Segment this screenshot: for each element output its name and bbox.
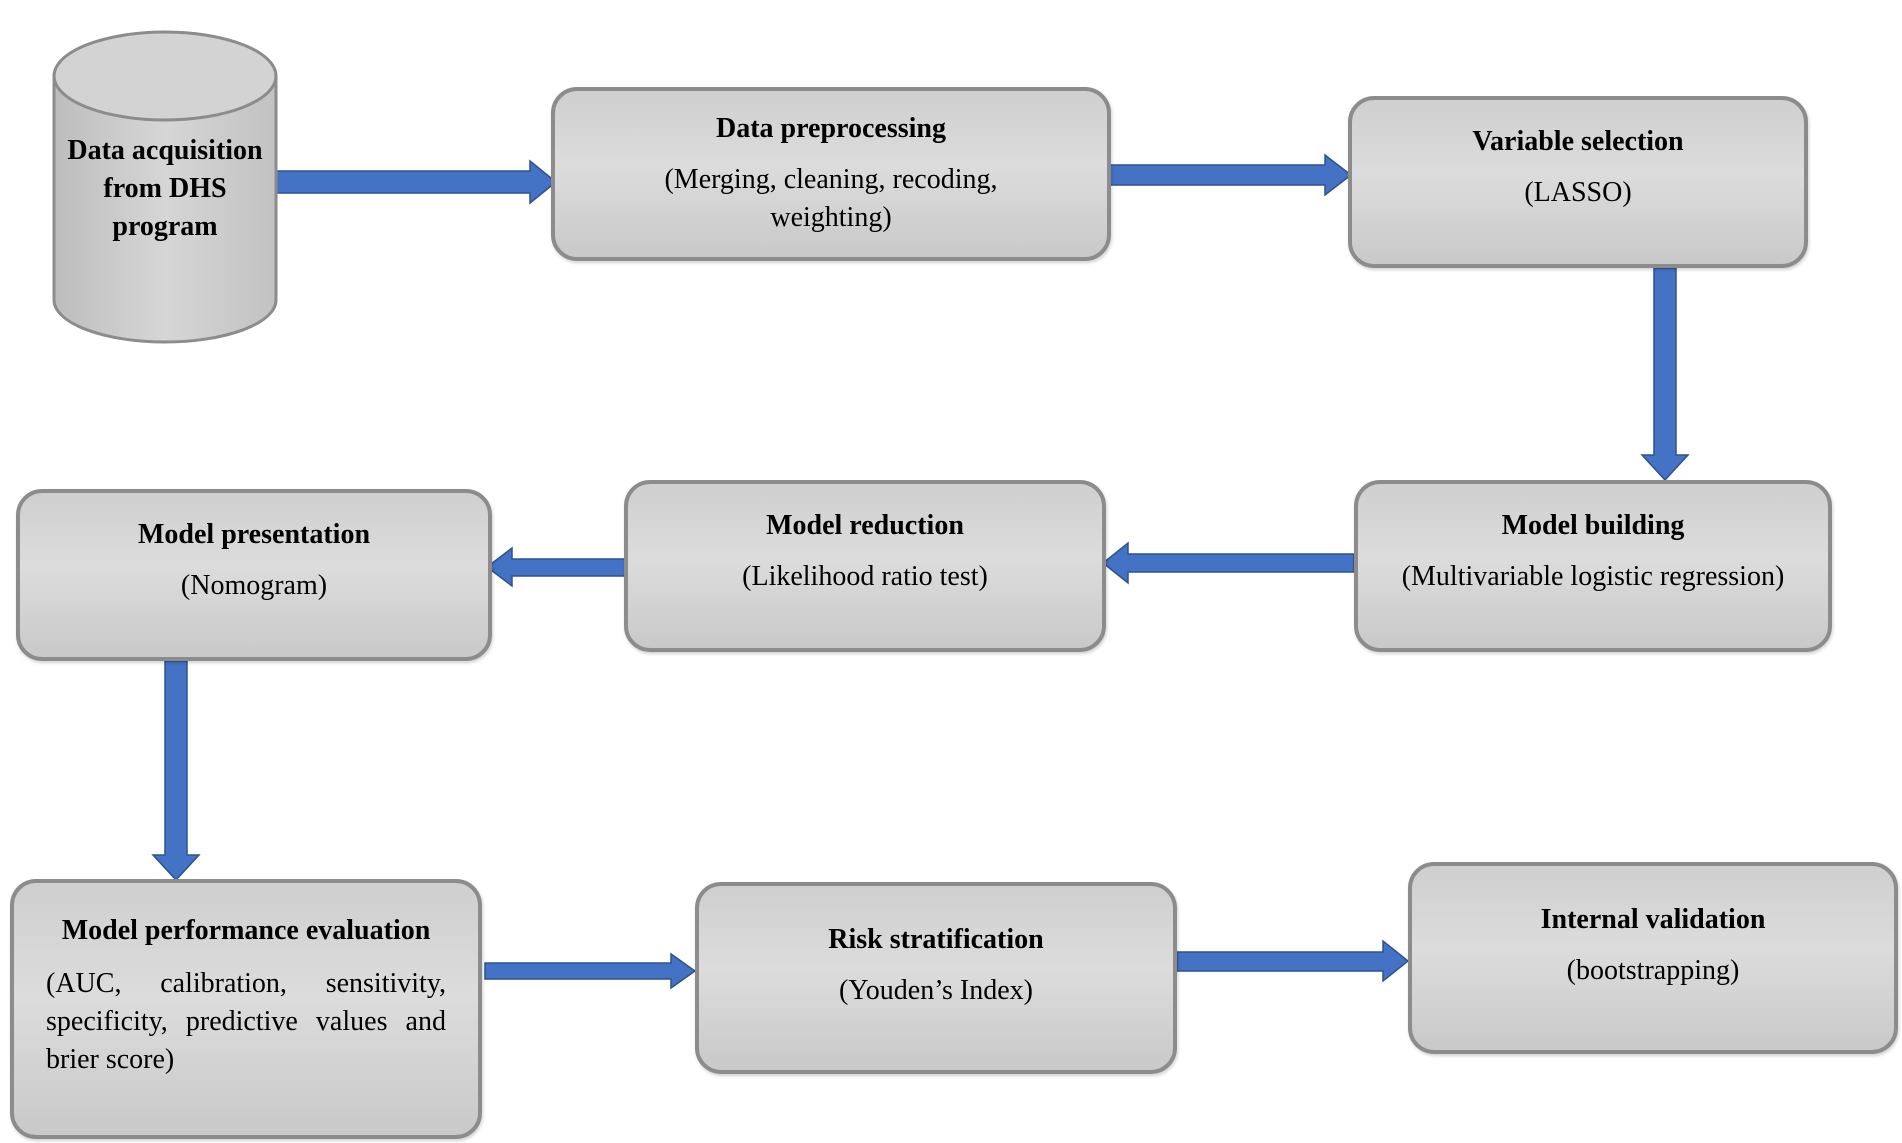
arrow-evaluation-to-stratification xyxy=(484,952,697,990)
step-selection-detail: (LASSO) xyxy=(1524,177,1632,208)
arrow-acquisition-to-preprocessing xyxy=(275,159,558,205)
step-preprocessing-detail: (Merging, cleaning, recoding, weighting) xyxy=(664,164,998,233)
arrow-building-to-reduction xyxy=(1101,541,1355,585)
arrow-presentation-to-evaluation xyxy=(151,660,201,882)
step-presentation: Model presentation (Nomogram) xyxy=(16,489,492,661)
step-preprocessing: Data preprocessing (Merging, cleaning, r… xyxy=(551,87,1111,261)
step-reduction: Model reduction (Likelihood ratio test) xyxy=(624,480,1106,652)
step-evaluation: Model performance evaluation (AUC, calib… xyxy=(10,879,482,1139)
step-acquisition-title: Data acquisition from DHS program xyxy=(67,135,263,242)
arrow-reduction-to-presentation xyxy=(485,546,627,588)
step-selection: Variable selection (LASSO) xyxy=(1348,96,1808,268)
step-validation: Internal validation (bootstrapping) xyxy=(1408,862,1898,1054)
arrow-selection-to-building xyxy=(1640,267,1690,482)
step-presentation-title: Model presentation xyxy=(137,519,371,550)
step-preprocessing-title: Data preprocessing xyxy=(716,113,946,144)
step-stratification-detail: (Youden’s Index) xyxy=(839,975,1033,1006)
step-validation-title: Internal validation xyxy=(1540,904,1766,935)
step-stratification-title: Risk stratification xyxy=(828,924,1044,955)
step-building-detail: (Multivariable logistic regression) xyxy=(1401,561,1785,592)
step-presentation-detail: (Nomogram) xyxy=(180,570,328,601)
arrow-preprocessing-to-selection xyxy=(1109,153,1353,197)
step-evaluation-detail: (AUC, calibration, sensitivity, specific… xyxy=(46,968,446,1075)
step-validation-detail: (bootstrapping) xyxy=(1566,955,1740,986)
step-selection-title: Variable selection xyxy=(1472,126,1684,157)
step-building-title: Model building xyxy=(1501,510,1685,541)
step-stratification: Risk stratification (Youden’s Index) xyxy=(695,882,1177,1074)
step-reduction-title: Model reduction xyxy=(766,510,964,541)
database-cylinder-icon xyxy=(52,30,278,344)
step-reduction-detail: (Likelihood ratio test) xyxy=(742,561,988,592)
step-building: Model building (Multivariable logistic r… xyxy=(1354,480,1832,652)
step-evaluation-title: Model performance evaluation xyxy=(61,915,431,946)
arrow-stratification-to-validation xyxy=(1176,939,1410,983)
